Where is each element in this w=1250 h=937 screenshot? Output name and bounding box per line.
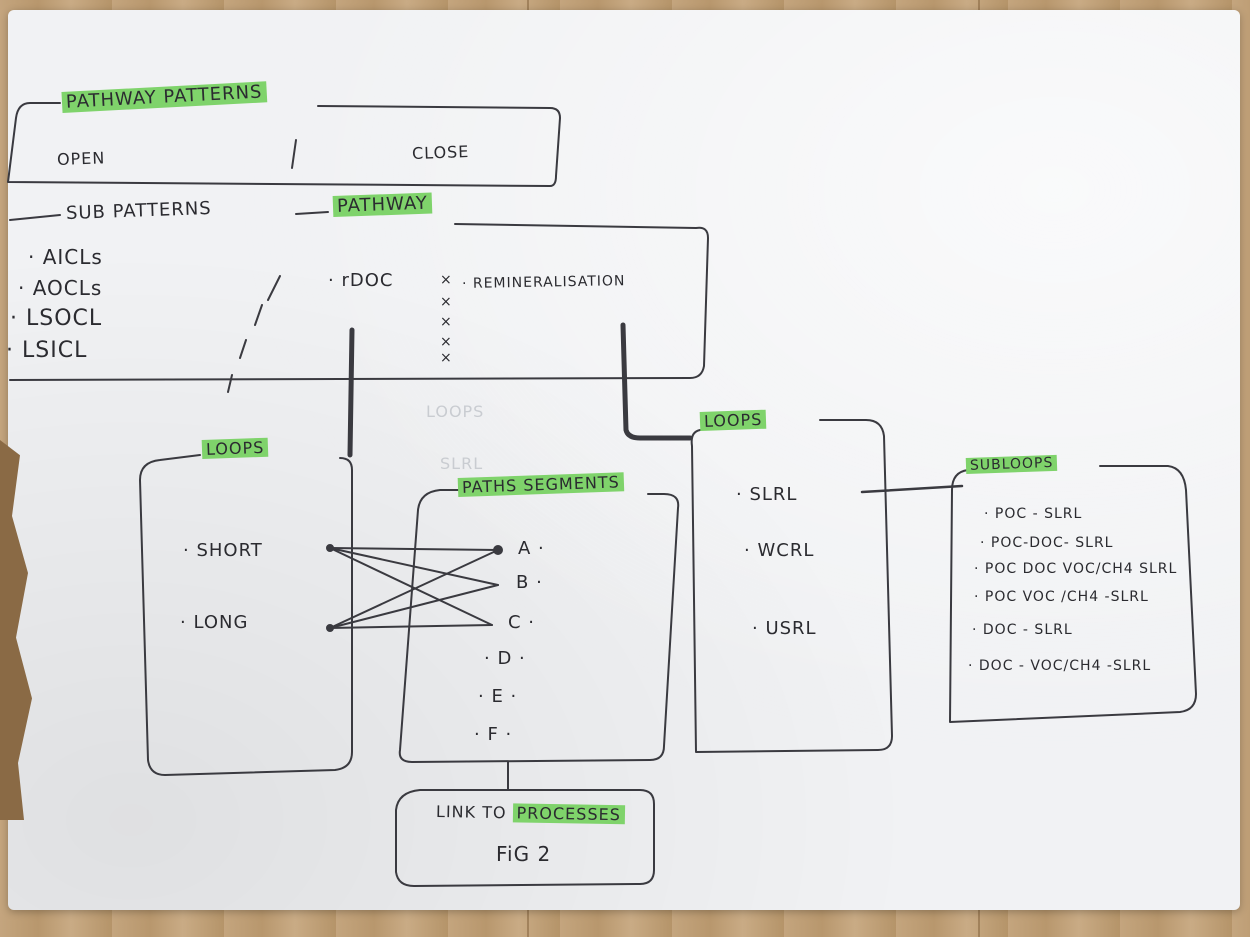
segment-item: · D · [484,648,526,669]
connector-right [620,322,693,441]
pathway-tag: PATHWAY [332,192,433,217]
cross-mark: × [440,294,453,310]
figure-ref: FiG 2 [496,842,552,866]
subloop-item: · DOC - VOC/CH4 -SLRL [968,658,1152,674]
subloop-item: · POC - SLRL [984,506,1083,522]
node-dot [326,624,334,632]
sub-pattern-item: · LSOCL [10,306,103,331]
sub-patterns-box [9,214,709,381]
cross-mark: × [440,314,453,330]
subloops-box [949,465,1197,723]
node-dot [493,545,503,555]
paths-segments-box [398,489,680,763]
ghost-text: SLRL [440,454,484,473]
loops-left-title: LOOPS [201,437,269,459]
sub-pattern-item: · LSICL [6,338,88,363]
subloop-item: · POC-DOC- SLRL [980,535,1114,551]
sub-patterns-tie [295,211,329,215]
segment-item: · E · [478,686,518,707]
close-label: CLOSE [411,142,470,163]
cross-line [329,624,493,629]
loops-right-item: · SLRL [736,484,798,505]
subloops-title: SUBLOOPS [965,454,1058,474]
cross-line [329,547,493,626]
node-dot [326,544,334,552]
cross-mark: × [440,334,453,350]
rdoc-label: · rDOC [328,270,394,291]
cross-mark: × [440,272,453,288]
pathway-divider [291,139,297,169]
sub-pattern-item: · AOCLs [18,276,103,300]
cross-line [329,549,499,629]
pathway-patterns-box [7,102,561,187]
loops-right-item: · USRL [752,618,817,639]
segment-item: · F · [474,724,513,745]
cross-line [329,547,499,551]
segment-item: C · [508,612,536,633]
segment-item: B · [516,572,543,593]
subloops-connector [860,484,964,494]
subloop-item: · POC DOC VOC/CH4 SLRL [974,561,1178,577]
loops-right-box [690,419,893,753]
link-processes-label: LINK TO PROCESSES [436,802,625,825]
link-box [395,789,655,887]
cross-line [329,584,499,629]
loops-right-item: · WCRL [744,540,815,561]
segment-item: A · [518,538,545,559]
loops-right-title: LOOPS [699,409,767,431]
ghost-text: LOOPS [426,402,485,421]
open-label: OPEN [56,148,106,169]
loops-left-item: · LONG [180,612,249,633]
cross-line [329,547,499,586]
loops-left-item: · SHORT [183,540,263,561]
cross-mark: × [440,350,453,366]
connector-left [347,327,355,458]
sub-pattern-item: · AICLs [28,245,103,269]
subloop-item: · POC VOC /CH4 -SLRL [974,589,1149,605]
remineralisation-label: · REMINERALISATION [461,273,626,292]
sub-patterns-divider [227,275,281,393]
subloop-item: · DOC - SLRL [972,622,1073,638]
loops-left-box [139,454,353,776]
